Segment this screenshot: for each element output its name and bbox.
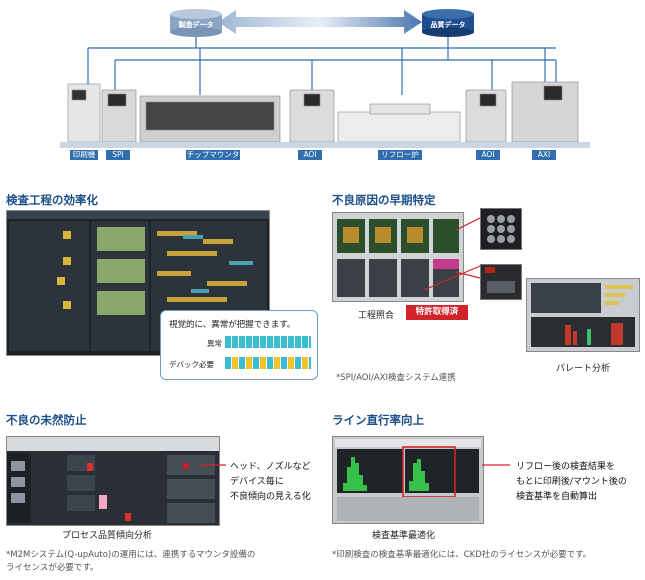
caption-process-trend: プロセス品質傾向分析 xyxy=(62,531,153,541)
machine-label-chip-mounter: チップマウンタ xyxy=(186,150,240,160)
defect-detail-zoom-1 xyxy=(480,208,522,250)
database-icon xyxy=(422,9,474,37)
callout-row-bar-1 xyxy=(225,336,311,348)
db-right-label: 品質データ xyxy=(430,21,466,29)
section-title-line-rate: ライン直行率向上 xyxy=(332,413,424,427)
note-m2m-line-1: *M2Mシステム(Q-upAuto)の運用には、連携するマウンタ設備の xyxy=(6,550,256,560)
machine-label-reflow: リフロー炉 xyxy=(378,150,422,160)
caption-criteria-optimization: 検査基準最適化 xyxy=(372,531,436,541)
machine-label-printer: 印刷機 xyxy=(70,150,98,160)
quality-data-db: 品質データ xyxy=(420,8,476,38)
histogram-graphic xyxy=(335,439,481,521)
prevention-annotation-line-1: ヘッド、ノズルなど xyxy=(230,462,311,472)
defect-detail-zoom-2 xyxy=(480,264,522,300)
solder-joint-graphic xyxy=(487,215,515,243)
note-m2m: *M2Mシステム(Q-upAuto)の運用には、連携するマウンタ設備の ライセン… xyxy=(6,549,255,575)
inspection-callout: 視覚的に、異常が把握できます。 異常 デバック必要 xyxy=(160,310,318,380)
callout-row-label-2: デバック必要 xyxy=(169,360,214,369)
pareto-graphic xyxy=(531,283,635,347)
manufacturing-data-db: 製造データ xyxy=(168,8,224,38)
patent-badge: 特許取得済 xyxy=(406,305,468,320)
section-title-root-cause: 不良原因の早期特定 xyxy=(332,193,436,207)
line-rate-annotation-line-1: リフロー後の検査結果を xyxy=(516,462,616,472)
trend-graphic xyxy=(7,437,219,523)
caption-pareto: パレート分析 xyxy=(556,364,611,374)
note-ckd-license: *印刷検査の検査基準最適化には、CKD社のライセンスが必要です。 xyxy=(332,550,592,560)
callout-text: 視覚的に、異常が把握できます。 xyxy=(169,320,296,330)
production-line-diagram: 製造データ 品質データ xyxy=(0,0,645,170)
process-trend-screenshot xyxy=(6,436,220,526)
machines-illustration xyxy=(60,81,590,148)
callout-row-bar-2 xyxy=(225,357,311,369)
annotation-pointer-2 xyxy=(482,464,510,466)
section-title-prevention: 不良の未然防止 xyxy=(6,413,87,427)
process-matching-graphic xyxy=(337,219,459,297)
machine-label-spi: SPI xyxy=(106,150,130,160)
note-inspection-link: *SPI/AOI/AXI検査システム連携 xyxy=(336,373,456,383)
caption-process-matching: 工程照合 xyxy=(358,311,395,321)
machine-label-axi: AXI xyxy=(532,150,556,160)
prevention-annotation: ヘッド、ノズルなど デバイス毎に 不良傾向の見える化 xyxy=(230,460,311,505)
note-m2m-line-2: ライセンスが必要です。 xyxy=(6,563,99,573)
database-icon xyxy=(170,9,222,37)
prevention-annotation-line-3: 不良傾向の見える化 xyxy=(230,492,311,502)
machine-label-aoi-2: AOI xyxy=(476,150,500,160)
pareto-analysis-screenshot xyxy=(526,278,640,352)
prevention-annotation-line-2: デバイス毎に xyxy=(230,477,284,487)
db-left-label: 製造データ xyxy=(178,21,214,29)
process-matching-screenshot xyxy=(332,212,464,302)
section-title-inspection: 検査工程の効率化 xyxy=(6,193,98,207)
annotation-pointer xyxy=(200,464,226,466)
callout-row-label-1: 異常 xyxy=(207,339,222,348)
line-rate-annotation: リフロー後の検査結果を もとに印刷後/マウント後の 検査基準を自動算出 xyxy=(516,460,627,505)
line-rate-annotation-line-3: 検査基準を自動算出 xyxy=(516,492,598,502)
line-rate-annotation-line-2: もとに印刷後/マウント後の xyxy=(516,477,627,487)
zoom-connector-lines xyxy=(423,217,481,291)
xray-graphic xyxy=(485,267,515,293)
machine-label-aoi-1: AOI xyxy=(298,150,322,160)
criteria-optimization-screenshot xyxy=(332,436,484,524)
